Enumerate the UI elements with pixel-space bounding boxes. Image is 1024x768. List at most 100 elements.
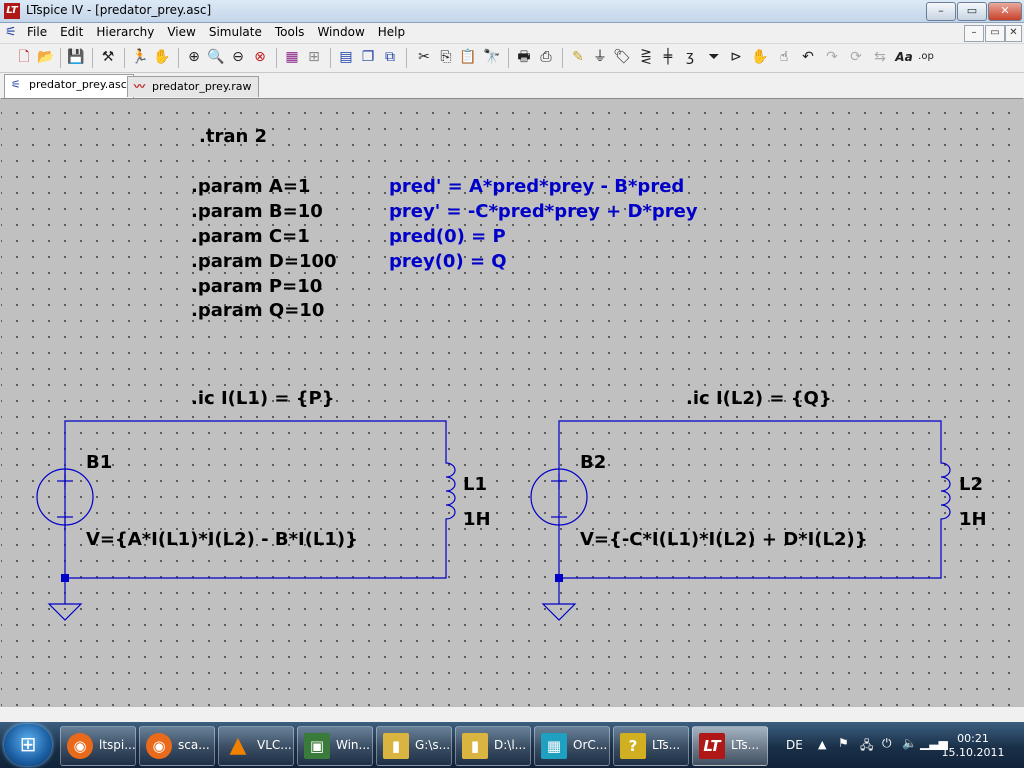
- grid-icon[interactable]: ⊞: [308, 49, 320, 65]
- mdi-restore-button[interactable]: ▭: [985, 25, 1005, 42]
- redo-icon[interactable]: ↷: [826, 49, 838, 65]
- signal-icon[interactable]: ▁▃▅: [920, 736, 948, 750]
- wire-icon[interactable]: ✎: [572, 49, 584, 65]
- taskbar-item-ltspice-help[interactable]: ? LTs...: [613, 726, 689, 766]
- mdi-close-button[interactable]: ✕: [1005, 25, 1022, 42]
- menu-view[interactable]: View: [167, 25, 196, 39]
- wire[interactable]: [64, 420, 447, 578]
- b2-value[interactable]: V={-C*I(L1)*I(L2) + D*I(L2)}: [580, 529, 868, 550]
- b2-source-symbol[interactable]: [530, 468, 588, 526]
- restore-button[interactable]: ▭: [957, 2, 987, 21]
- ground-icon[interactable]: ⏚: [593, 49, 607, 65]
- save-icon[interactable]: 💾: [67, 49, 85, 65]
- ground-symbol[interactable]: [541, 603, 577, 621]
- find-icon[interactable]: 🔭: [483, 49, 501, 65]
- volume-icon[interactable]: 🔈: [902, 736, 917, 750]
- close-button[interactable]: ✕: [988, 2, 1022, 21]
- wire[interactable]: [558, 420, 942, 578]
- start-button[interactable]: ⊞: [4, 724, 52, 766]
- zoom-in-icon[interactable]: ⊕: [188, 49, 200, 65]
- b1-source-symbol[interactable]: [36, 468, 94, 526]
- param-a[interactable]: .param A=1: [191, 176, 311, 197]
- l2-value[interactable]: 1H: [959, 509, 987, 530]
- move-icon[interactable]: ✋: [751, 49, 769, 65]
- ground-symbol[interactable]: [47, 603, 83, 621]
- param-p[interactable]: .param P=10: [191, 276, 323, 297]
- l1-label[interactable]: L1: [463, 474, 487, 495]
- param-q[interactable]: .param Q=10: [191, 300, 325, 321]
- tab-predator-prey-raw[interactable]: 〰predator_prey.raw: [127, 76, 259, 97]
- wire[interactable]: [65, 521, 447, 579]
- new-schematic-icon[interactable]: 🗋: [18, 49, 30, 65]
- mdi-minimize-button[interactable]: –: [964, 25, 984, 42]
- cascade-icon[interactable]: ❐: [361, 49, 375, 65]
- action-center-icon[interactable]: ⚑: [838, 736, 849, 750]
- component-icon[interactable]: ⊳: [730, 49, 742, 65]
- l2-inductor-symbol[interactable]: [940, 455, 951, 521]
- zoom-fit-icon[interactable]: ⊗: [254, 49, 266, 65]
- param-b[interactable]: .param B=10: [191, 201, 323, 222]
- ltspice-app-icon[interactable]: LT: [4, 3, 20, 19]
- network-icon[interactable]: 🖧: [860, 738, 874, 752]
- zoom-pan-icon[interactable]: 🔍: [207, 49, 225, 65]
- close-windows-icon[interactable]: ⧉: [385, 49, 395, 65]
- drag-icon[interactable]: ☝: [779, 49, 789, 65]
- diode-icon[interactable]: ⏷: [708, 49, 720, 65]
- wire[interactable]: [559, 521, 942, 579]
- rotate-icon[interactable]: ⟳: [850, 49, 862, 65]
- language-indicator[interactable]: DE: [786, 738, 803, 752]
- menu-simulate[interactable]: Simulate: [208, 25, 262, 39]
- tray-expand-icon[interactable]: ▲: [818, 738, 827, 751]
- ic-l2-directive[interactable]: .ic I(L2) = {Q}: [686, 388, 832, 409]
- minimize-button[interactable]: –: [926, 2, 956, 21]
- taskbar-item-vlc[interactable]: ▲ VLC...: [218, 726, 294, 766]
- l2-label[interactable]: L2: [959, 474, 983, 495]
- halt-icon[interactable]: ✋: [153, 49, 171, 65]
- label-icon[interactable]: 🏷: [613, 49, 631, 65]
- comment-prey-init[interactable]: prey(0) = Q: [389, 251, 507, 272]
- menu-help[interactable]: Help: [377, 25, 406, 39]
- menu-file[interactable]: File: [27, 25, 48, 39]
- undo-icon[interactable]: ↶: [802, 49, 814, 65]
- comment-prey-eq[interactable]: prey' = -C*pred*prey + D*prey: [389, 201, 698, 222]
- comment-pred-eq[interactable]: pred' = A*pred*prey - B*pred: [389, 176, 685, 197]
- document-icon[interactable]: ⚟: [5, 25, 17, 40]
- text-icon[interactable]: Aa: [895, 50, 913, 64]
- taskbar-item-ltspice[interactable]: LT LTs...: [692, 726, 768, 766]
- spice-directive-icon[interactable]: .op: [918, 51, 934, 62]
- taskbar-item-win[interactable]: ▣ Win...: [297, 726, 373, 766]
- print-setup-icon[interactable]: 🖶: [517, 49, 531, 65]
- schematic-canvas[interactable]: .tran 2 .param A=1 .param B=10 .param C=…: [1, 98, 1023, 707]
- taskbar-item-folder-d[interactable]: ▮ D:\l...: [455, 726, 531, 766]
- menu-tools[interactable]: Tools: [274, 25, 305, 39]
- copy-icon[interactable]: ⎘: [440, 49, 452, 65]
- print-icon[interactable]: ⎙: [540, 49, 552, 65]
- paste-icon[interactable]: 📋: [459, 49, 477, 65]
- b1-label[interactable]: B1: [86, 452, 113, 473]
- menu-edit[interactable]: Edit: [60, 25, 84, 39]
- param-c[interactable]: .param C=1: [191, 226, 310, 247]
- tile-icon[interactable]: ▤: [339, 49, 353, 65]
- autorange-icon[interactable]: ▦: [285, 49, 299, 65]
- cut-icon[interactable]: ✂: [418, 49, 430, 65]
- menu-hierarchy[interactable]: Hierarchy: [96, 25, 155, 39]
- b1-value[interactable]: V={A*I(L1)*I(L2) - B*I(L1)}: [86, 529, 358, 550]
- run-icon[interactable]: 🏃: [131, 49, 149, 65]
- comment-pred-init[interactable]: pred(0) = P: [389, 226, 506, 247]
- inductor-icon[interactable]: ʒ: [685, 49, 695, 65]
- taskbar-item-firefox-scan[interactable]: ◉ sca...: [139, 726, 215, 766]
- l1-value[interactable]: 1H: [463, 509, 491, 530]
- tran-directive[interactable]: .tran 2: [199, 126, 268, 147]
- taskbar-item-firefox-ltspice[interactable]: ◉ ltspi...: [60, 726, 136, 766]
- open-icon[interactable]: 📂: [37, 49, 55, 65]
- mirror-icon[interactable]: ⇆: [874, 49, 886, 65]
- l1-inductor-symbol[interactable]: [445, 455, 456, 521]
- power-icon[interactable]: ⏻: [882, 736, 892, 750]
- taskbar-item-orcad[interactable]: ▦ OrC...: [534, 726, 610, 766]
- resistor-icon[interactable]: ⋛: [640, 49, 652, 65]
- param-d[interactable]: .param D=100: [191, 251, 337, 272]
- capacitor-icon[interactable]: ╪: [663, 49, 673, 65]
- zoom-out-icon[interactable]: ⊖: [232, 49, 244, 65]
- clock[interactable]: 00:21 15.10.2011: [938, 732, 1008, 760]
- tab-predator-prey-asc[interactable]: ⚟predator_prey.asc: [4, 74, 134, 98]
